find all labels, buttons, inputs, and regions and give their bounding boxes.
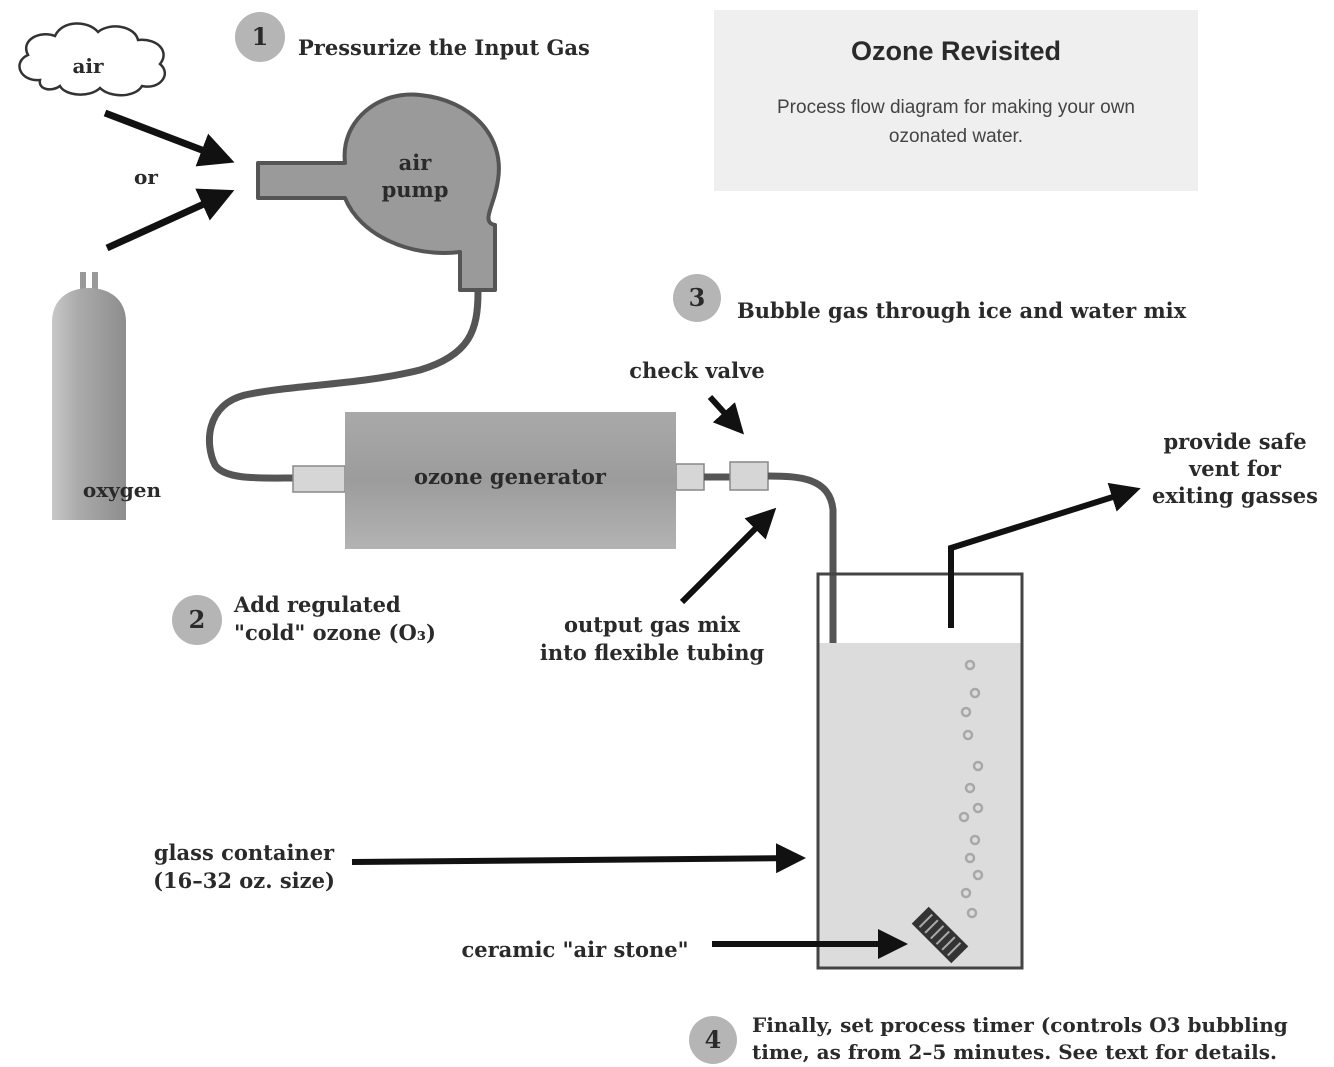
ozone-generator: ozone generator	[292, 412, 705, 549]
step-3: 3 Bubble gas through ice and water mix	[673, 274, 1187, 323]
info-title: Ozone Revisited	[850, 36, 1062, 66]
output-label-line2: into flexible tubing	[540, 640, 765, 665]
output-gas-arrow	[679, 507, 777, 605]
air-pump-label-line2: pump	[382, 177, 449, 202]
step-2-number: 2	[189, 605, 206, 634]
glass-container-arrow	[351, 843, 806, 874]
oxygen-to-pump-arrow	[105, 188, 235, 252]
step-3-badge	[673, 274, 721, 322]
air-pump-label-line1: air	[399, 150, 433, 175]
glass-container	[816, 572, 1024, 970]
oxygen-cylinder	[52, 288, 126, 520]
vent-label-line3: exiting gasses	[1152, 483, 1318, 508]
tank-valve-right	[92, 272, 98, 290]
step-3-number: 3	[689, 283, 706, 312]
info-box: Ozone Revisited Process flow diagram for…	[714, 10, 1198, 191]
or-label: or	[134, 165, 158, 189]
cloud-icon	[18, 22, 167, 97]
output-label-line1: output gas mix	[564, 612, 741, 637]
valve-to-stone-tube	[767, 472, 937, 933]
info-subtitle: Process flow diagram for making your own…	[777, 97, 1135, 147]
oxygen-tank: oxygen	[52, 272, 162, 520]
step-1-number: 1	[252, 22, 269, 51]
air-stone	[911, 906, 969, 964]
generator-outlet-fitting	[675, 463, 705, 491]
bubbles	[958, 659, 984, 919]
step-2-text-line2: "cold" ozone (O₃)	[234, 620, 436, 645]
step-1-text: Pressurize the Input Gas	[298, 35, 590, 60]
air-label: air	[72, 54, 104, 78]
container-outline	[816, 572, 1024, 970]
vent-label-line2: vent for	[1188, 456, 1282, 481]
step-1-badge	[235, 12, 285, 62]
step-4-text-line2: time, as from 2–5 minutes. See text for …	[752, 1040, 1277, 1064]
pump-to-generator-tube	[206, 288, 482, 482]
air-to-pump-arrow	[103, 109, 235, 167]
check-valve-label: check valve	[629, 358, 764, 383]
glass-label-line1: glass container	[154, 840, 335, 865]
air-stone-label: ceramic "air stone"	[461, 937, 688, 962]
vent-label-line1: provide safe	[1163, 429, 1306, 454]
step-4-text-line1: Finally, set process timer (controls O3 …	[752, 1013, 1288, 1037]
oxygen-label: oxygen	[83, 478, 162, 502]
step-2-badge	[172, 595, 222, 645]
tank-valve-left	[80, 272, 86, 290]
step-1: 1 Pressurize the Input Gas	[235, 12, 590, 62]
check-valve	[729, 461, 769, 491]
air-pump: air pump	[256, 92, 501, 292]
vent-arrow	[948, 482, 1141, 628]
check-valve-arrow	[707, 394, 745, 435]
step-3-text: Bubble gas through ice and water mix	[737, 298, 1187, 323]
step-2: 2 Add regulated "cold" ozone (O₃)	[172, 592, 436, 645]
step-4: 4 Finally, set process timer (controls O…	[689, 1013, 1288, 1064]
ozone-generator-label: ozone generator	[414, 464, 607, 489]
air-pump-body	[256, 92, 501, 292]
step-2-text-line1: Add regulated	[233, 592, 401, 617]
glass-label-line2: (16–32 oz. size)	[153, 868, 335, 893]
generator-inlet-fitting	[292, 465, 346, 493]
step-4-badge	[689, 1016, 737, 1064]
water-fill	[818, 643, 1022, 968]
air-cloud: air	[18, 22, 167, 97]
step-4-number: 4	[705, 1025, 722, 1054]
generator-body	[345, 412, 676, 549]
